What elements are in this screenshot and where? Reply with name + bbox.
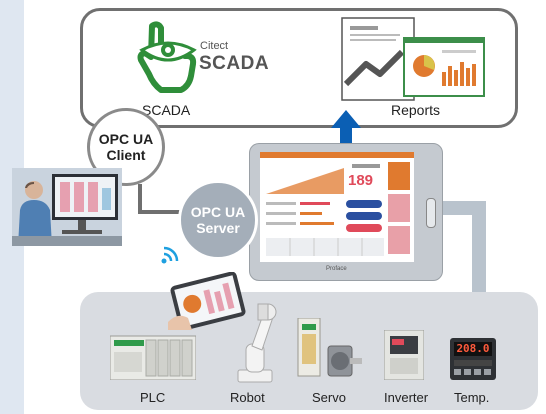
inverter-image [384,330,424,380]
temp-key-3 [474,369,481,375]
temp-secondary-display [454,360,492,366]
hmi-readout: 189 [348,172,374,189]
opc-client-line1: OPC UA [98,131,154,147]
hmi-screen: 189 [260,152,414,262]
plc-device-image [110,335,196,380]
tablet-device-image [168,272,246,330]
touch-hand-eye-icon [137,21,197,93]
temp-display: 208.0 [454,342,492,356]
operator-workstation-image [12,168,122,246]
brand-big-text: SCADA [199,53,270,74]
hmi-side-handle [426,198,436,228]
device-label-temp: Temp. [454,390,490,405]
robot-arm-image [237,303,277,383]
opc-ua-client-node: OPC UA Client [87,108,165,186]
device-label-plc: PLC [140,390,166,405]
temperature-controller-image: 208.0 [450,338,496,380]
opc-ua-server-node: OPC UA Server [178,180,258,260]
wireless-icon [161,246,179,264]
device-label-inverter: Inverter [384,390,429,405]
scada-label: SCADA [142,102,191,118]
device-label-servo: Servo [312,390,346,405]
temp-key-1 [454,369,461,375]
device-label-robot: Robot [230,390,265,405]
opc-server-line1: OPC UA [190,204,246,220]
opc-server-line2: Server [196,220,240,236]
hmi-to-devices-connector-vertical [472,201,486,296]
reports-label: Reports [391,102,441,118]
hmi-panel: 189 Proface [249,143,443,281]
client-to-server-line-horizontal [138,210,190,214]
report-chart-icon [341,17,485,101]
opc-client-line2: Client [106,147,146,163]
hmi-brand: Proface [326,266,347,272]
servo-drive-image [297,318,362,377]
temp-key-4 [484,369,491,375]
upload-arrow-icon [331,110,361,154]
brand-small-text: Citect [200,40,229,52]
client-to-server-line [138,184,142,214]
hmi-screen-graphics [260,152,414,256]
temp-key-2 [464,369,471,375]
